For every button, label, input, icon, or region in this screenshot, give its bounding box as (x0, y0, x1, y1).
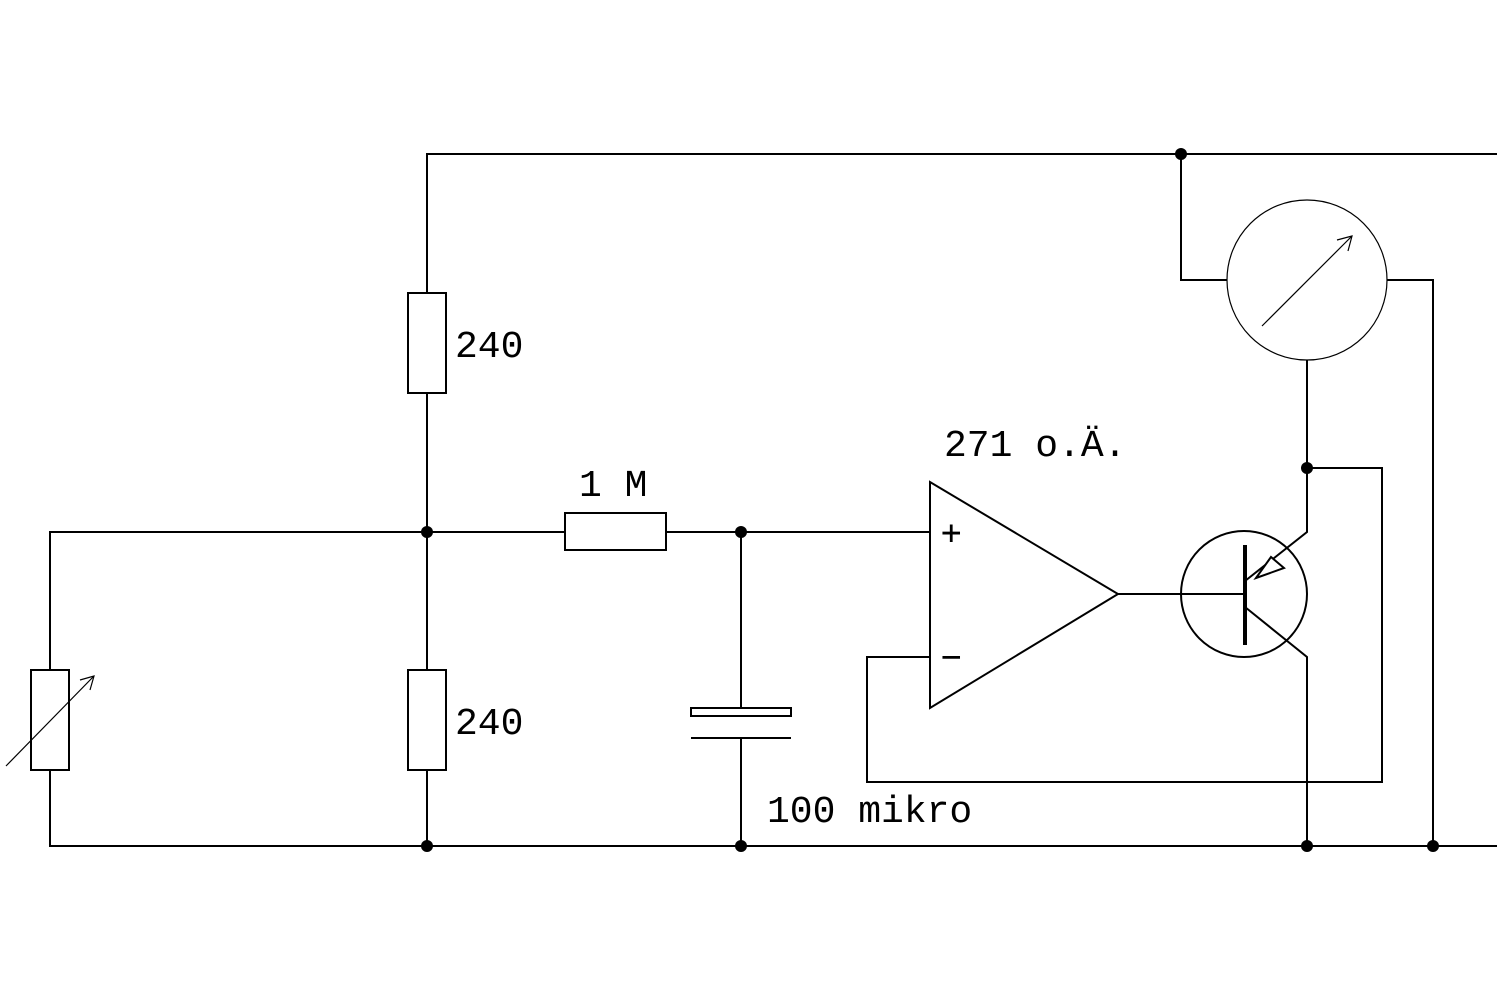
wire-feedback (866, 467, 1383, 783)
resistor-top: 240 (407, 292, 523, 394)
op-amp: + − 271 o.Ä. (929, 425, 1126, 710)
wires (49, 153, 1497, 847)
resistor-top-label: 240 (455, 326, 523, 369)
potentiometer-arrow-head (79, 675, 95, 691)
junction-dot (421, 840, 433, 852)
meter-needle-head (1336, 235, 1353, 252)
resistor-bottom: 240 (407, 669, 523, 771)
capacitor-plate-positive (690, 707, 792, 717)
wire-meter-right (1387, 279, 1434, 846)
wire-meter-left (1180, 154, 1227, 281)
meter-needle (1261, 235, 1353, 327)
resistor-series-body (564, 512, 667, 551)
potentiometer (5, 669, 95, 771)
meter-body (1226, 199, 1388, 361)
capacitor: 100 mikro (690, 707, 972, 834)
junctions (421, 148, 1439, 852)
transistor (1180, 530, 1308, 658)
transistor-emitter-arrow (1253, 555, 1286, 581)
potentiometer-body (30, 669, 70, 771)
wire-left-branch (49, 531, 565, 670)
resistor-series-label: 1 M (579, 465, 647, 508)
junction-dot (421, 526, 433, 538)
op-amp-label: 271 o.Ä. (944, 425, 1126, 468)
wire-bottom-rail (49, 770, 1497, 847)
transistor-envelope (1180, 530, 1308, 658)
potentiometer-arrow-shaft (5, 675, 95, 767)
junction-dot (735, 526, 747, 538)
junction-dot (1175, 148, 1187, 160)
op-amp-minus-sign: − (941, 637, 961, 677)
capacitor-label: 100 mikro (767, 791, 972, 834)
junction-dot (1427, 840, 1439, 852)
resistor-top-body (407, 292, 447, 394)
meter (1226, 199, 1388, 361)
junction-dot (735, 840, 747, 852)
junction-dot (1301, 840, 1313, 852)
wire-top-rail (426, 153, 1497, 393)
junction-dot (1301, 462, 1313, 474)
resistor-bottom-label: 240 (455, 703, 523, 746)
resistor-bottom-body (407, 669, 447, 771)
resistor-series: 1 M (564, 465, 667, 551)
wire-collector (1244, 606, 1308, 846)
op-amp-body (929, 480, 1120, 710)
op-amp-plus-sign: + (941, 513, 961, 553)
